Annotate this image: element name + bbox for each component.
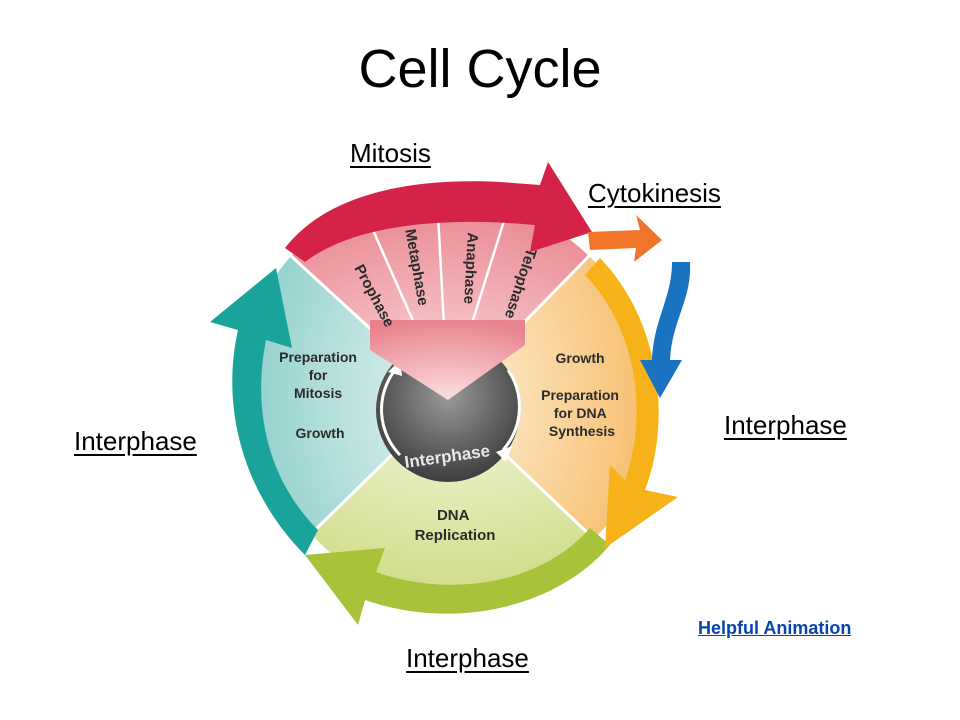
right-line: for DNA (554, 405, 607, 421)
mitosis-notch (370, 320, 525, 400)
center-arc-right (501, 369, 521, 451)
interphase-bottom-label: Interphase (406, 643, 529, 673)
helpful-animation-link[interactable]: Helpful Animation (698, 618, 852, 638)
bottom-line: Replication (415, 527, 496, 544)
mitosis-label: Mitosis (350, 138, 431, 168)
center-arrowhead-right (496, 446, 512, 462)
bottom-interphase-arrow (305, 528, 610, 625)
blue-arrow (640, 262, 691, 398)
left-line: Growth (296, 425, 345, 441)
mitosis-arrow (285, 162, 592, 262)
left-line: Preparation (279, 349, 357, 365)
interphase-left-label: Interphase (74, 426, 197, 456)
right-interphase-arrow (585, 258, 678, 548)
left-line: Mitosis (294, 385, 342, 401)
cytokinesis-label: Cytokinesis (588, 178, 721, 208)
right-line: Synthesis (549, 423, 615, 439)
right-line: Growth (556, 350, 605, 366)
cytokinesis-arrow (588, 215, 662, 262)
center-arc-left (380, 369, 402, 457)
left-interphase-arrow (210, 268, 318, 555)
interphase-right-label: Interphase (724, 410, 847, 440)
left-line: for (309, 367, 328, 383)
right-line: Preparation (541, 387, 619, 403)
bottom-line: DNA (437, 507, 470, 524)
bottom-segment-text: DNA Replication (415, 507, 496, 544)
page-title: Cell Cycle (358, 39, 602, 99)
anaphase-label: Anaphase (460, 232, 481, 304)
left-segment-text: Preparation for Mitosis Growth (279, 349, 361, 441)
right-segment-text: Growth Preparation for DNA Synthesis (541, 350, 623, 439)
